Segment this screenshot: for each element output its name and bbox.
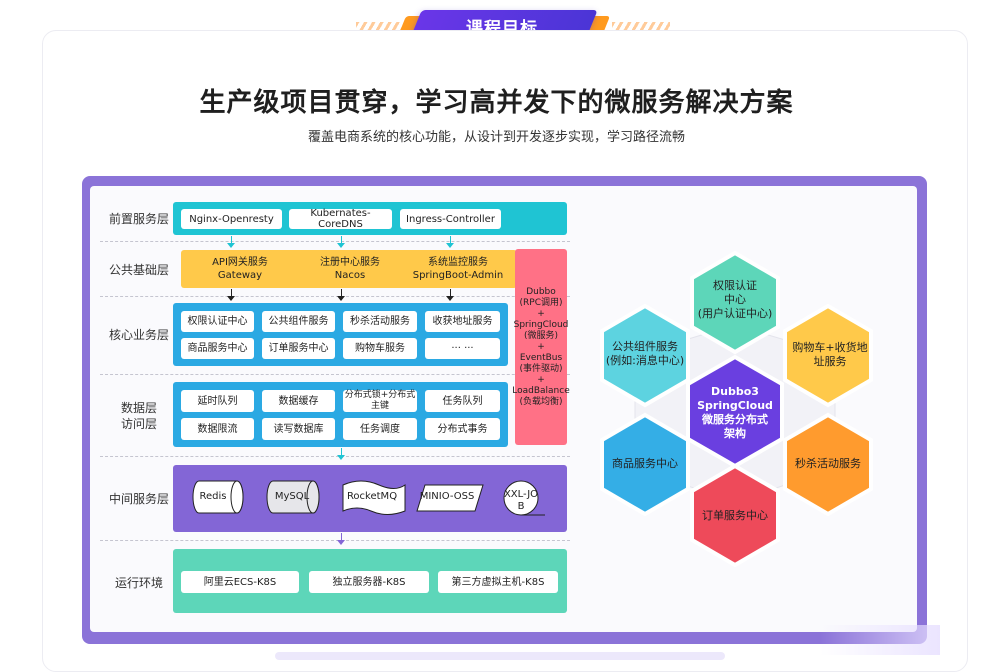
- hex-upper-left: [600, 303, 690, 408]
- core-item-address: 收获地址服务: [425, 311, 500, 332]
- layer-label-core: 核心业务层: [108, 328, 169, 342]
- hexagon-cluster: [600, 250, 873, 568]
- hex-label-center: Dubbo3 SpringCloud 微服务分布式 架构: [697, 385, 773, 440]
- arrow-down-icon: [337, 540, 345, 545]
- layer-label-public: 公共基础层: [108, 263, 169, 277]
- middleware-item-xxljob: XXL-JOB: [503, 489, 539, 512]
- layer-label-runtime: 运行环境: [114, 576, 163, 590]
- data-item-rw-db: 读写数据库: [262, 418, 335, 440]
- runtime-item-vhost: 第三方虚拟主机-K8S: [438, 571, 558, 593]
- redis-icon: [192, 480, 244, 514]
- layer-label-middleware: 中间服务层: [108, 492, 169, 506]
- data-item-cache: 数据缓存: [262, 390, 335, 412]
- layer-divider: [100, 456, 570, 457]
- arrow-down-icon: [446, 296, 454, 301]
- arrow-line: [341, 236, 342, 244]
- corner-glow: [820, 625, 940, 655]
- rpc-side-column: Dubbo (RPC调用) + SpringCloud (微服务) + Even…: [512, 249, 570, 445]
- xxljob-icon: [503, 480, 545, 516]
- next-section-hint: [275, 652, 725, 660]
- front-item-ingress: Ingress-Controller: [400, 209, 501, 229]
- arrow-down-icon: [337, 243, 345, 248]
- arrow-down-icon: [337, 296, 345, 301]
- public-item-gateway: API网关服务 Gateway: [181, 250, 299, 288]
- data-item-delay-queue: 延时队列: [181, 390, 254, 412]
- hex-lower-right: [783, 412, 873, 517]
- page-title: 生产级项目贯穿，学习高并发下的微服务解决方案: [199, 88, 794, 118]
- layer-divider: [100, 374, 570, 375]
- arrow-line: [450, 289, 451, 297]
- data-item-scheduler: 任务调度: [343, 418, 417, 440]
- layer-divider: [100, 296, 570, 297]
- public-item-admin: 系统监控服务 SpringBoot-Admin: [399, 250, 517, 288]
- hex-upper-right: [783, 303, 873, 408]
- hex-top: [690, 250, 780, 355]
- core-item-order: 订单服务中心: [262, 338, 335, 359]
- arrow-down-icon: [227, 296, 235, 301]
- front-item-coredns: Kubernates-CoreDNS: [289, 208, 392, 230]
- arrow-down-icon: [337, 455, 345, 460]
- data-item-ratelimit: 数据限流: [181, 418, 254, 440]
- core-item-more: ··· ···: [425, 338, 500, 359]
- layer-divider: [100, 540, 570, 541]
- data-item-task-queue: 任务队列: [425, 390, 500, 412]
- hex-bottom: [690, 463, 780, 568]
- core-item-cart: 购物车服务: [343, 338, 417, 359]
- runtime-item-aliyun: 阿里云ECS-K8S: [181, 571, 299, 593]
- middleware-item-redis: Redis: [199, 491, 227, 502]
- arrow-down-icon: [227, 243, 235, 248]
- middleware-item-mysql: MySQL: [274, 491, 310, 502]
- layer-label-front: 前置服务层: [108, 212, 169, 226]
- hex-label-upper-right: 购物车+收货地 址服务: [792, 341, 868, 368]
- core-item-seckill: 秒杀活动服务: [343, 311, 417, 332]
- hex-label-bottom: 订单服务中心: [702, 509, 768, 522]
- middleware-shapes: [192, 480, 545, 516]
- minio-icon: [416, 484, 484, 512]
- page-subtitle: 覆盖电商系统的核心功能，从设计到开发逐步实现，学习路径流畅: [307, 130, 685, 145]
- layer-label-data: 数据层 访问层: [120, 401, 157, 431]
- public-item-nacos: 注册中心服务 Nacos: [291, 250, 409, 288]
- runtime-item-dedicated: 独立服务器-K8S: [309, 571, 429, 593]
- arrow-line: [341, 289, 342, 297]
- middleware-item-minio: MINIO-OSS: [419, 491, 475, 502]
- rocketmq-icon: [342, 480, 406, 515]
- arrow-line: [231, 236, 232, 244]
- arrow-line: [341, 448, 342, 456]
- core-item-auth: 权限认证中心: [181, 311, 254, 332]
- front-item-nginx: Nginx-Openresty: [181, 209, 282, 229]
- middleware-item-rocketmq: RocketMQ: [346, 491, 398, 502]
- hex-label-top: 权限认证 中心 (用户认证中心): [697, 279, 773, 320]
- hex-center: [686, 354, 784, 469]
- data-item-dist-tx: 分布式事务: [425, 418, 500, 440]
- hex-label-lower-right: 秒杀活动服务: [795, 457, 861, 470]
- core-item-common: 公共组件服务: [262, 311, 335, 332]
- hex-label-upper-left: 公共组件服务 (例如:消息中心): [605, 340, 685, 367]
- arrow-line: [450, 236, 451, 244]
- arrow-line: [231, 289, 232, 297]
- core-item-product: 商品服务中心: [181, 338, 254, 359]
- data-item-lock: 分布式锁+分布式主键: [343, 390, 417, 412]
- arrow-down-icon: [446, 243, 454, 248]
- arrow-line: [341, 533, 342, 541]
- hex-label-lower-left: 商品服务中心: [612, 457, 678, 470]
- layer-divider: [100, 241, 570, 242]
- mysql-icon: [266, 480, 320, 514]
